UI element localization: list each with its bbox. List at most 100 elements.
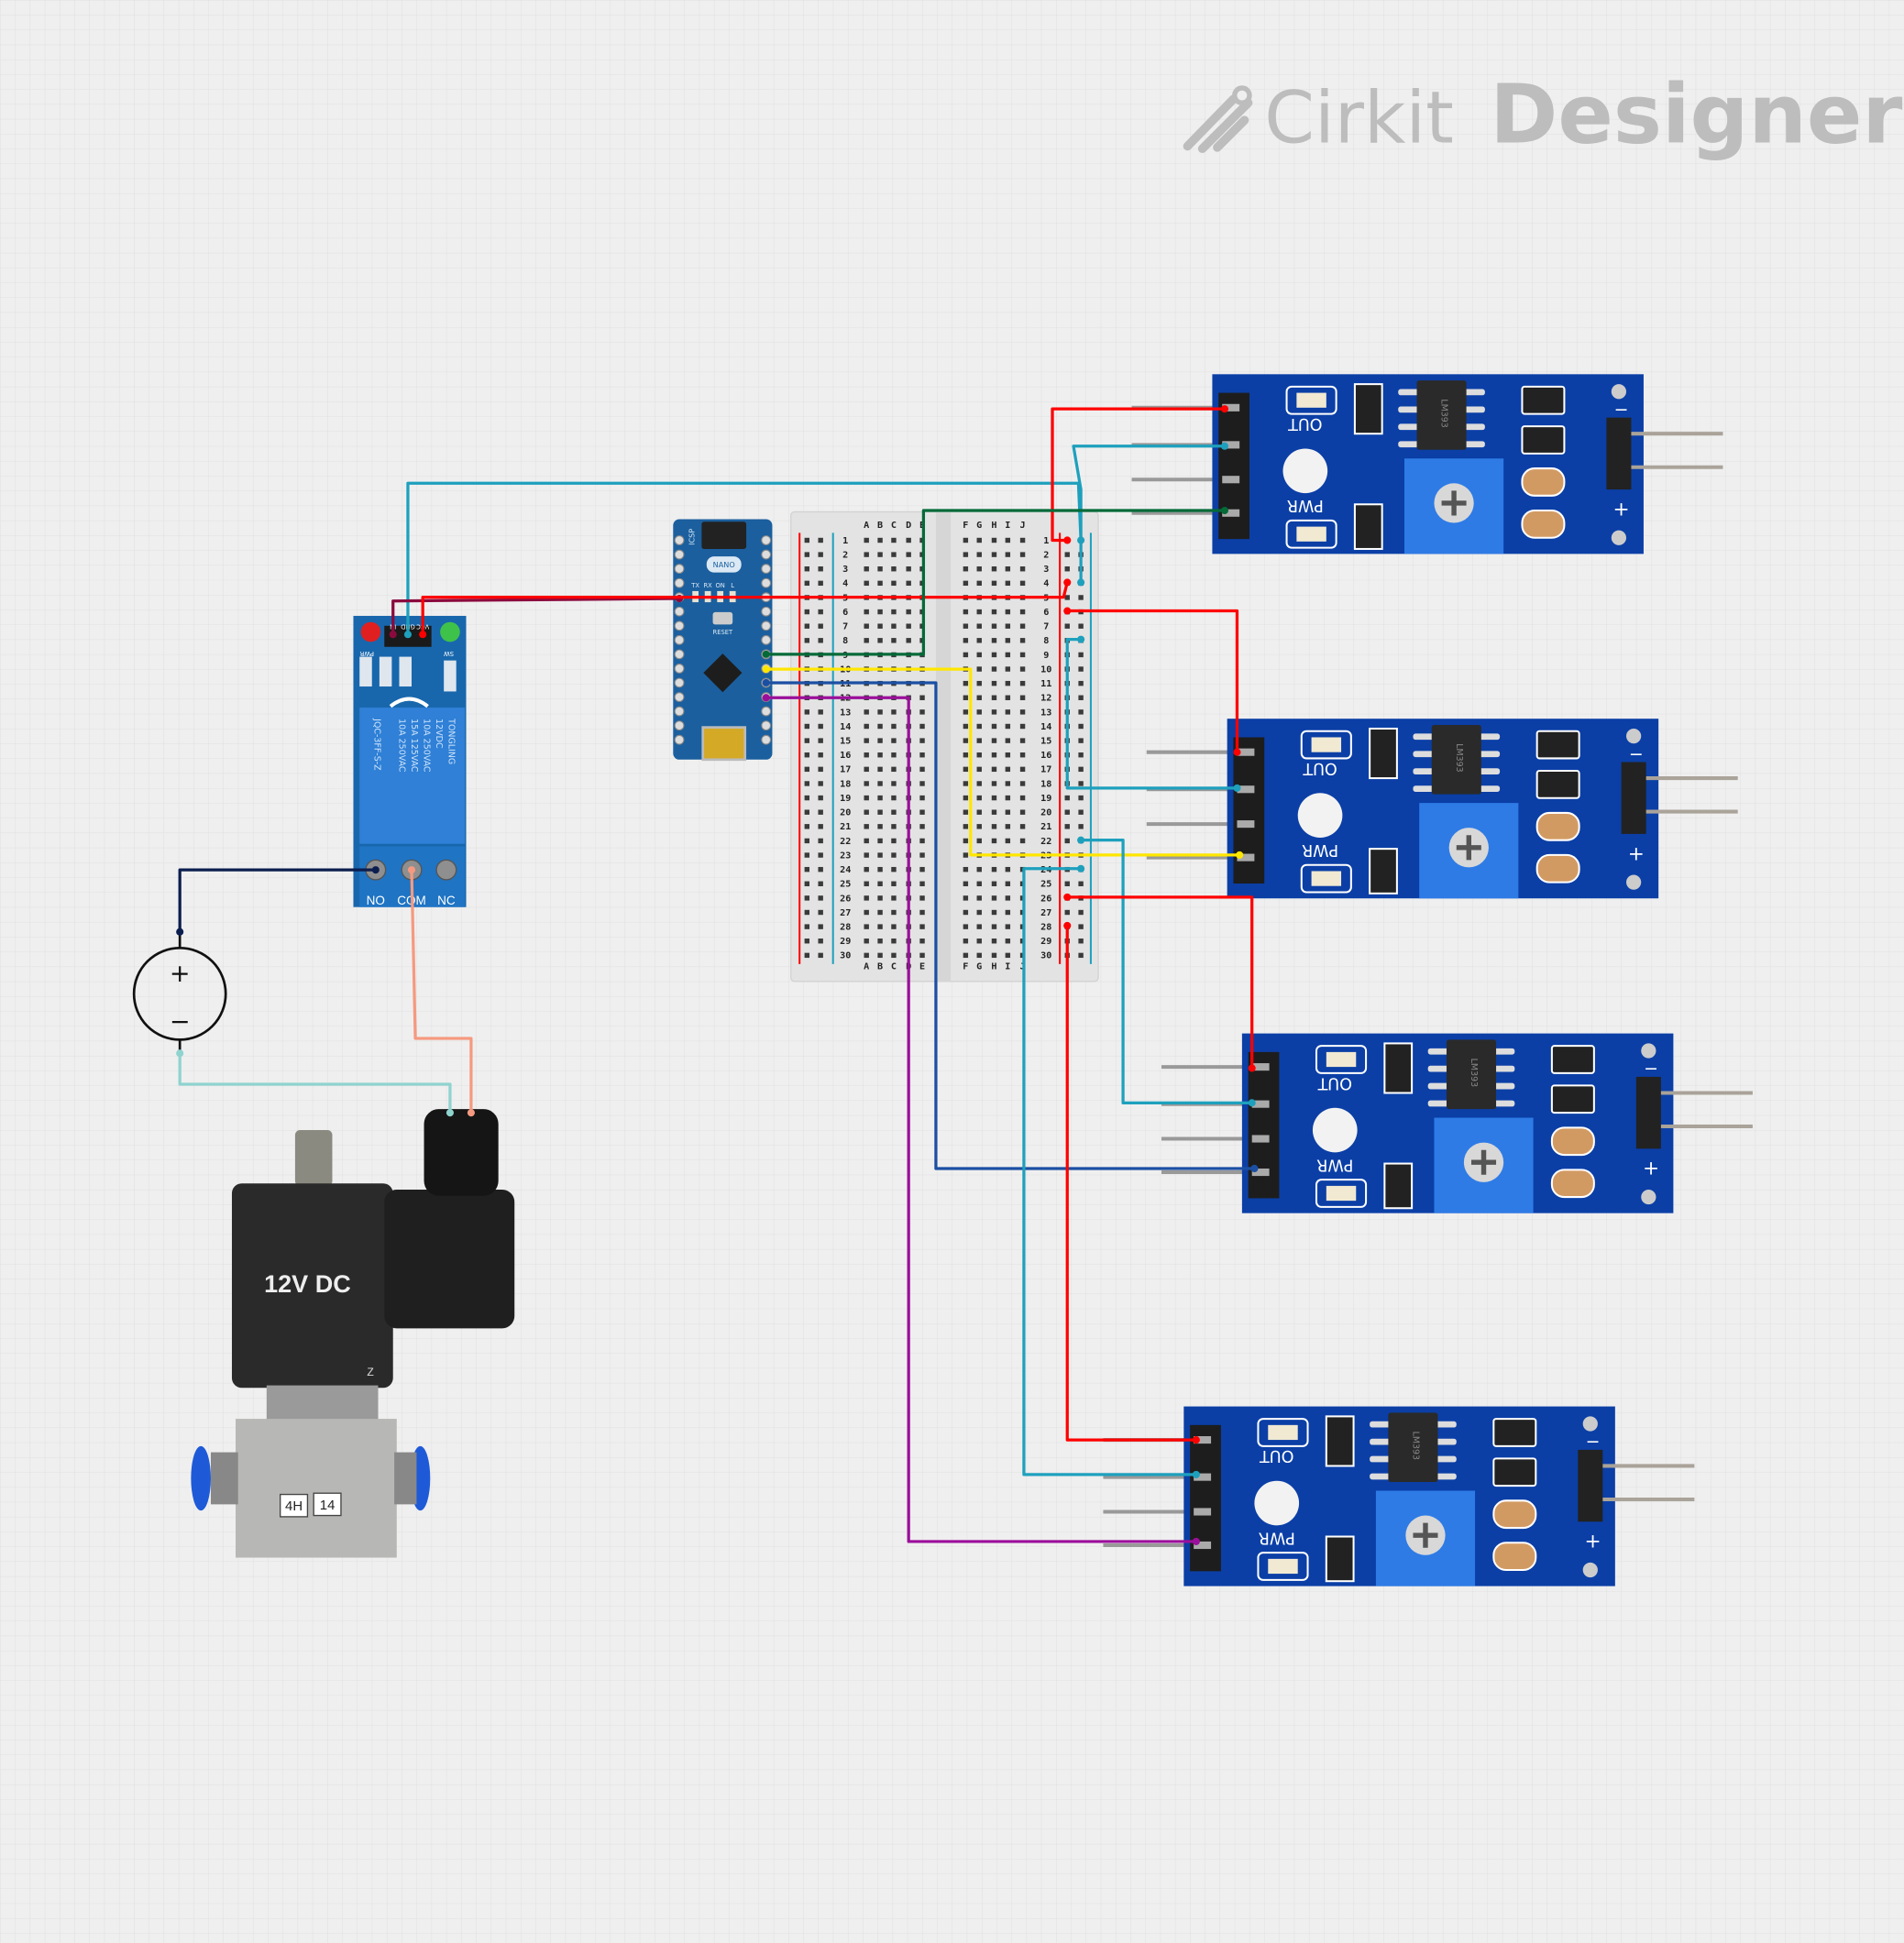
breadboard-hole[interactable]	[976, 666, 982, 672]
breadboard-hole[interactable]	[818, 939, 823, 944]
nano-pin[interactable]	[674, 692, 685, 702]
breadboard-hole[interactable]	[991, 781, 997, 786]
breadboard-hole[interactable]	[891, 852, 897, 858]
breadboard-hole[interactable]	[976, 939, 982, 944]
breadboard-hole[interactable]	[804, 838, 810, 844]
nano-pin[interactable]	[761, 564, 772, 574]
breadboard-hole[interactable]	[804, 609, 810, 615]
breadboard-hole[interactable]	[1064, 566, 1070, 572]
breadboard-hole[interactable]	[976, 552, 982, 557]
breadboard-hole[interactable]	[1005, 909, 1011, 916]
sensor2-gnd-wire[interactable]	[1065, 638, 1238, 790]
breadboard-hole[interactable]	[891, 909, 897, 916]
nano-pin[interactable]	[761, 720, 772, 731]
breadboard-hole[interactable]	[991, 738, 997, 743]
wire-endpoint[interactable]	[407, 866, 416, 874]
breadboard-hole[interactable]	[891, 795, 897, 801]
breadboard-hole[interactable]	[1005, 638, 1011, 643]
breadboard-hole[interactable]	[991, 709, 997, 715]
breadboard-hole[interactable]	[919, 895, 925, 901]
breadboard-hole[interactable]	[818, 924, 823, 929]
solenoid-valve[interactable]: 12V DC Z 4H 14	[191, 1109, 515, 1558]
breadboard-hole[interactable]	[1078, 680, 1084, 686]
breadboard-hole[interactable]	[976, 766, 982, 773]
breadboard-hole[interactable]	[991, 824, 997, 829]
breadboard-hole[interactable]	[906, 537, 911, 543]
breadboard-hole[interactable]	[1005, 824, 1011, 829]
breadboard-hole[interactable]	[804, 723, 810, 730]
breadboard-hole[interactable]	[963, 723, 969, 730]
breadboard-hole[interactable]	[1019, 666, 1026, 672]
breadboard-hole[interactable]	[864, 709, 869, 715]
breadboard-hole[interactable]	[1064, 552, 1070, 557]
breadboard-hole[interactable]	[864, 909, 869, 916]
breadboard-hole[interactable]	[818, 909, 823, 916]
breadboard-hole[interactable]	[1005, 866, 1011, 873]
breadboard-hole[interactable]	[1019, 824, 1026, 829]
breadboard-hole[interactable]	[991, 537, 997, 543]
breadboard-hole[interactable]	[818, 809, 823, 815]
breadboard-hole[interactable]	[963, 809, 969, 815]
nano-pin[interactable]	[674, 535, 685, 545]
breadboard-hole[interactable]	[804, 924, 810, 929]
breadboard-hole[interactable]	[963, 537, 969, 543]
breadboard-hole[interactable]	[991, 866, 997, 873]
breadboard-hole[interactable]	[919, 852, 925, 858]
breadboard-hole[interactable]	[1019, 809, 1026, 815]
breadboard-hole[interactable]	[1064, 623, 1070, 629]
breadboard-hole[interactable]	[963, 552, 969, 557]
breadboard-hole[interactable]	[1064, 809, 1070, 815]
breadboard-hole[interactable]	[976, 652, 982, 658]
sensor2-out-wire[interactable]	[765, 667, 1240, 857]
breadboard-hole[interactable]	[864, 781, 869, 786]
breadboard-hole[interactable]	[906, 609, 911, 615]
wire-endpoint[interactable]	[403, 631, 413, 639]
breadboard-hole[interactable]	[804, 824, 810, 829]
breadboard-hole[interactable]	[919, 695, 925, 700]
breadboard-hole[interactable]	[864, 752, 869, 758]
breadboard-hole[interactable]	[804, 552, 810, 557]
breadboard-hole[interactable]	[1078, 781, 1084, 786]
breadboard-hole[interactable]	[804, 766, 810, 773]
breadboard-hole[interactable]	[864, 881, 869, 886]
breadboard-hole[interactable]	[864, 537, 869, 543]
breadboard-hole[interactable]	[818, 638, 823, 643]
breadboard-hole[interactable]	[991, 638, 997, 643]
breadboard-hole[interactable]	[1078, 795, 1084, 801]
breadboard-hole[interactable]	[963, 924, 969, 929]
wire-endpoint[interactable]	[1063, 893, 1072, 901]
breadboard-hole[interactable]	[1078, 709, 1084, 715]
breadboard-hole[interactable]	[1019, 566, 1026, 572]
breadboard-hole[interactable]	[1064, 909, 1070, 916]
breadboard-hole[interactable]	[1019, 623, 1026, 629]
breadboard-hole[interactable]	[818, 838, 823, 844]
breadboard-hole[interactable]	[1005, 881, 1011, 886]
nano-pin[interactable]	[674, 677, 685, 688]
wire-endpoint[interactable]	[762, 694, 770, 702]
reset-button[interactable]	[712, 611, 733, 625]
sensor1-vcc-wire[interactable]	[1051, 407, 1225, 543]
breadboard-hole[interactable]	[818, 709, 823, 715]
wire-endpoint[interactable]	[1077, 864, 1085, 873]
breadboard-hole[interactable]	[804, 809, 810, 815]
wire-endpoint[interactable]	[1220, 442, 1229, 450]
breadboard-hole[interactable]	[804, 866, 810, 873]
breadboard-hole[interactable]	[1078, 752, 1084, 758]
breadboard-hole[interactable]	[1005, 652, 1011, 658]
wire-endpoint[interactable]	[467, 1109, 475, 1117]
breadboard-hole[interactable]	[891, 752, 897, 758]
breadboard-hole[interactable]	[991, 881, 997, 886]
breadboard-hole[interactable]	[1005, 781, 1011, 786]
breadboard-hole[interactable]	[818, 895, 823, 901]
nano-pin[interactable]	[674, 720, 685, 731]
breadboard-hole[interactable]	[891, 781, 897, 786]
breadboard-hole[interactable]	[877, 638, 883, 643]
breadboard-hole[interactable]	[1005, 939, 1011, 944]
breadboard-hole[interactable]	[891, 824, 897, 829]
breadboard-hole[interactable]	[919, 766, 925, 773]
breadboard-hole[interactable]	[1019, 537, 1026, 543]
breadboard-hole[interactable]	[976, 909, 982, 916]
breadboard-hole[interactable]	[804, 709, 810, 715]
breadboard-hole[interactable]	[891, 537, 897, 543]
